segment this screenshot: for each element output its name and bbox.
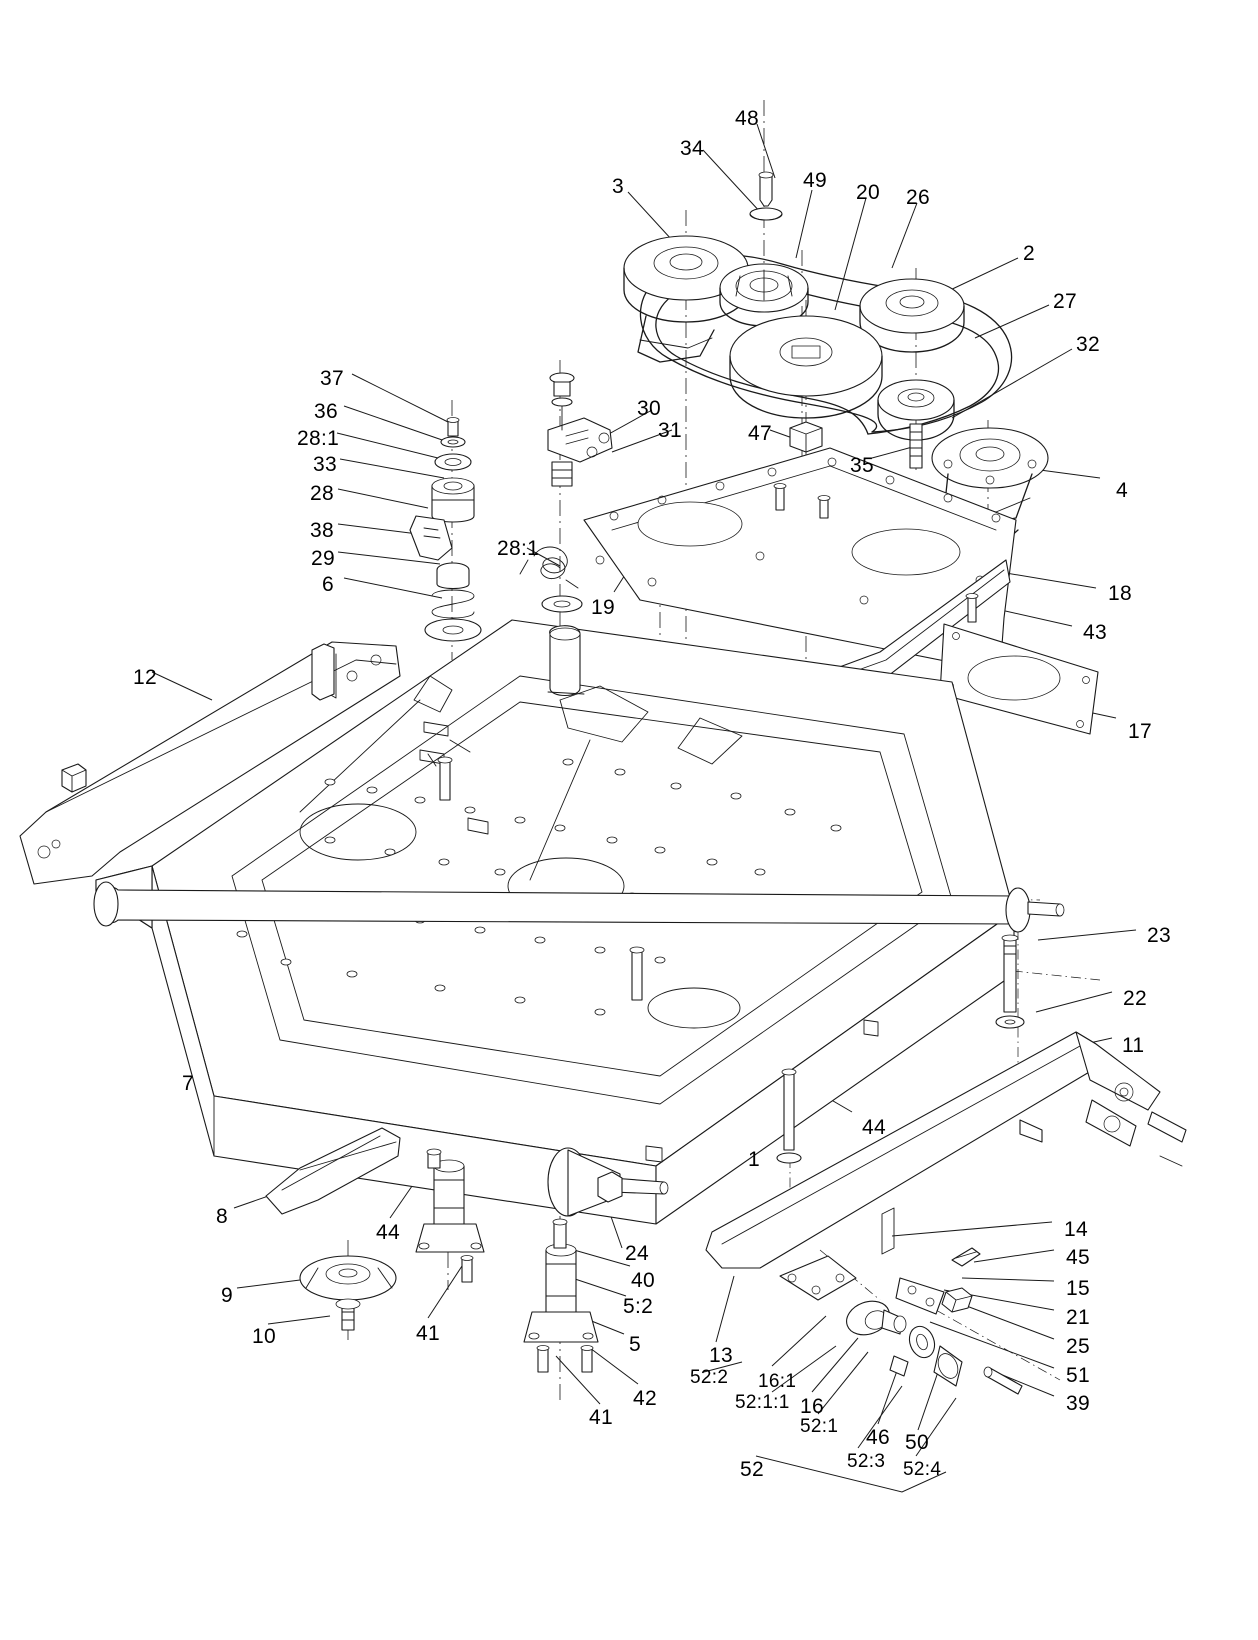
- callout-52-4: 52:4: [903, 1459, 942, 1480]
- callout-8: 8: [216, 1205, 228, 1228]
- callout-52-3: 52:3: [847, 1451, 886, 1472]
- callout-22: 22: [1123, 987, 1147, 1010]
- callout-52: 52: [740, 1458, 764, 1481]
- callout-52-1-1: 52:1:1: [735, 1392, 790, 1413]
- left-lift-arm: [19, 641, 401, 929]
- callout-15: 15: [1066, 1277, 1090, 1300]
- callout-46: 46: [866, 1426, 890, 1449]
- callout-48: 48: [735, 107, 759, 130]
- deck-through-bolts: [437, 756, 802, 1164]
- callout-32: 32: [1076, 333, 1100, 356]
- callout-26: 26: [906, 186, 930, 209]
- callout-35: 35: [850, 454, 874, 477]
- callout-42: 42: [633, 1387, 657, 1410]
- callout-18: 18: [1108, 582, 1132, 605]
- callout-51: 51: [1066, 1364, 1090, 1387]
- callout-19: 19: [591, 596, 615, 619]
- callout-41-a: 41: [416, 1322, 440, 1345]
- callout-37: 37: [320, 367, 344, 390]
- spindle-housing-mid-center: [523, 1218, 599, 1373]
- callout-47: 47: [748, 422, 772, 445]
- anti-scalp-roller-front: [547, 1147, 669, 1217]
- callout-7: 7: [182, 1072, 194, 1095]
- callout-28-1-b: 28:1: [497, 537, 540, 560]
- callout-11: 11: [1122, 1034, 1145, 1057]
- callout-20: 20: [856, 181, 880, 204]
- callout-43: 43: [1083, 621, 1107, 644]
- callout-3: 3: [612, 175, 624, 198]
- callout-25: 25: [1066, 1335, 1090, 1358]
- callout-21: 21: [1066, 1306, 1090, 1329]
- callout-12: 12: [133, 666, 157, 689]
- callout-9: 9: [221, 1284, 233, 1307]
- callout-38: 38: [310, 519, 334, 542]
- callout-33: 33: [313, 453, 337, 476]
- callout-45: 45: [1066, 1246, 1090, 1269]
- deck-top-plate: [583, 447, 1099, 735]
- callout-5-2: 5:2: [623, 1295, 654, 1318]
- callout-50: 50: [905, 1431, 929, 1454]
- callout-13: 13: [709, 1344, 733, 1367]
- callout-30: 30: [637, 397, 661, 420]
- callout-34: 34: [680, 137, 704, 160]
- callout-10: 10: [252, 1325, 276, 1348]
- callout-24: 24: [625, 1242, 649, 1265]
- callout-36: 36: [314, 400, 338, 423]
- callout-28-1-a: 28:1: [297, 427, 340, 450]
- callout-39: 39: [1066, 1392, 1090, 1415]
- callout-52-1: 52:1: [800, 1416, 839, 1437]
- callout-27: 27: [1053, 290, 1077, 313]
- callout-31: 31: [658, 419, 682, 442]
- callout-14: 14: [1064, 1218, 1088, 1241]
- callout-17: 17: [1128, 720, 1152, 743]
- callout-23: 23: [1147, 924, 1171, 947]
- rear-right-bracket-assembly: [705, 1031, 1187, 1395]
- callout-16: 16: [800, 1395, 824, 1418]
- callout-44-a: 44: [376, 1221, 400, 1244]
- callout-2: 2: [1023, 242, 1035, 265]
- right-lift-rod: [995, 934, 1025, 1029]
- callout-44-b: 44: [862, 1116, 886, 1139]
- blade-and-spindle-left: [265, 1127, 401, 1331]
- anti-scalp-roller-left: [93, 881, 1065, 933]
- spring-6: [424, 589, 482, 642]
- callout-4: 4: [1116, 479, 1128, 502]
- spindle-housing-mid-left: [415, 1148, 485, 1283]
- callout-16-1: 16:1: [758, 1371, 797, 1392]
- callout-6: 6: [322, 573, 334, 596]
- callout-52-2: 52:2: [690, 1367, 729, 1388]
- spring-28-1: [519, 546, 579, 589]
- idler-arm-assembly: [409, 372, 613, 642]
- callout-1: 1: [748, 1148, 760, 1171]
- callout-28: 28: [310, 482, 334, 505]
- callout-29: 29: [311, 547, 335, 570]
- callout-5: 5: [629, 1333, 641, 1356]
- callout-49: 49: [803, 169, 827, 192]
- callout-41-b: 41: [589, 1406, 613, 1429]
- callout-40: 40: [631, 1269, 655, 1292]
- belt-drive-assembly: [623, 171, 1049, 547]
